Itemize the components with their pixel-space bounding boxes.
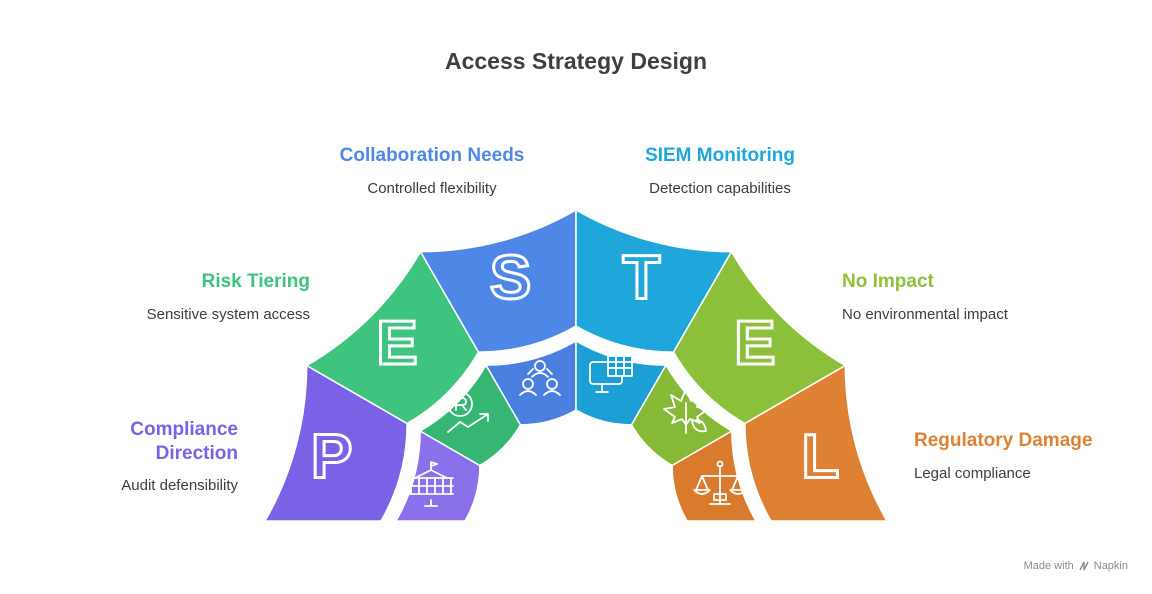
napkin-logo-icon xyxy=(1079,561,1089,571)
desc-compliance-direction: Audit defensibility xyxy=(121,477,238,494)
segment-letter-2: S xyxy=(490,244,531,313)
scales-icon xyxy=(693,460,747,505)
monitor-icon xyxy=(589,355,633,393)
footer-text: Made with xyxy=(1023,560,1074,572)
heading-siem-monitoring: SIEM Monitoring xyxy=(645,145,795,166)
desc-collaboration-needs: Controlled flexibility xyxy=(367,180,497,197)
team-icon xyxy=(519,360,561,396)
heading-no-impact: No Impact xyxy=(842,271,934,292)
government-building-icon xyxy=(408,461,454,507)
heading-compliance-direction: Compliance Direction xyxy=(130,419,238,464)
footer-credit: Made with Napkin xyxy=(1024,560,1128,572)
outer-segment-5 xyxy=(744,364,889,522)
desc-no-impact: No environmental impact xyxy=(842,306,1008,323)
desc-risk-tiering: Sensitive system access xyxy=(146,306,310,323)
footer-brand: Napkin xyxy=(1093,560,1128,572)
heading-risk-tiering: Risk Tiering xyxy=(201,271,310,292)
heading-regulatory-damage: Regulatory Damage xyxy=(914,430,1093,451)
heading-collaboration-needs: Collaboration Needs xyxy=(339,145,525,166)
segment-letter-1: E xyxy=(376,309,417,378)
segment-letter-0: P xyxy=(311,423,352,492)
risk-growth-icon xyxy=(447,391,489,433)
segment-letter-5: L xyxy=(801,423,839,492)
leaf-icon xyxy=(663,388,709,434)
page-title: Access Strategy Design xyxy=(444,48,708,74)
segment-letter-3: T xyxy=(623,244,661,313)
desc-siem-monitoring: Detection capabilities xyxy=(649,180,791,197)
desc-regulatory-damage: Legal compliance xyxy=(914,465,1031,482)
segment-letter-4: E xyxy=(734,309,775,378)
